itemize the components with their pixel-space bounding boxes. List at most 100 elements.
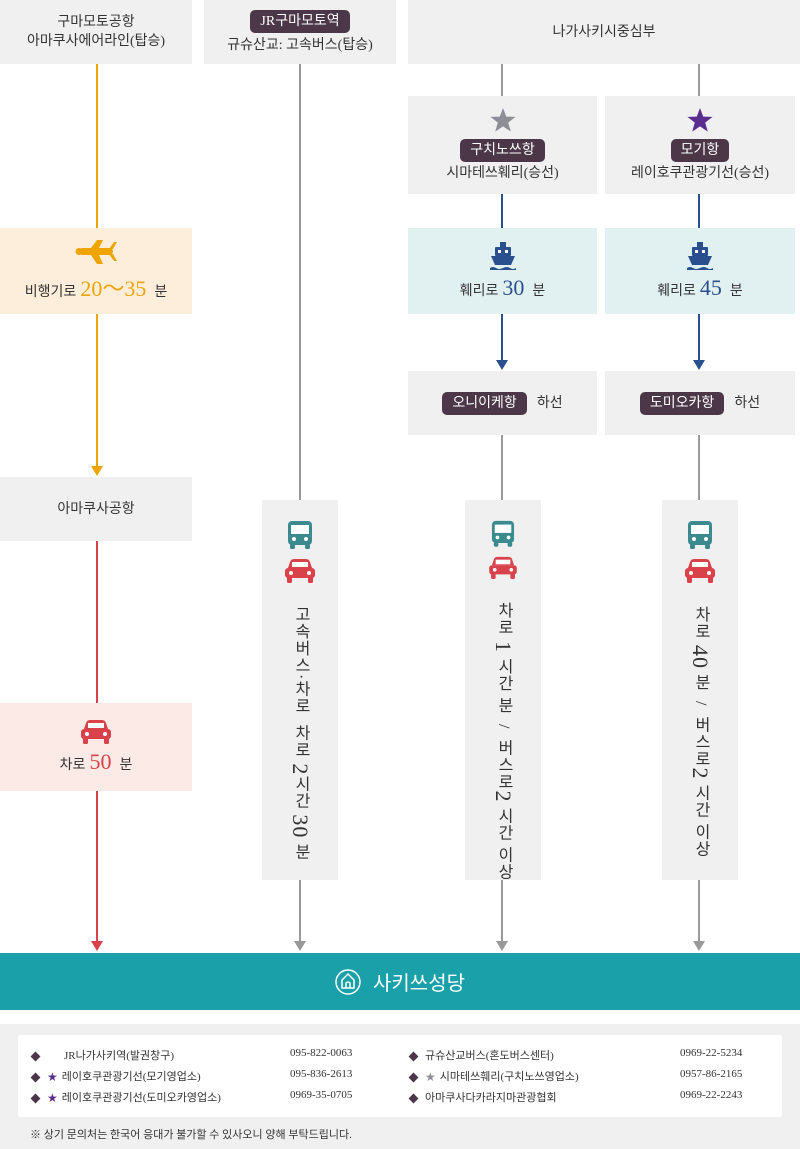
jr-kumamoto-station-pill: JR구마모토역 bbox=[250, 9, 350, 33]
diamond-icon bbox=[30, 1072, 41, 1083]
arrow-down-icon bbox=[496, 941, 508, 951]
hours-label: 시간 bbox=[292, 775, 309, 810]
contact-list: JR나가사키역(발권창구) 095-822-0063 ★레이호쿠관광기선(모기영… bbox=[18, 1035, 782, 1117]
contact-phone: 0969-22-2243 bbox=[680, 1089, 743, 1101]
jr-kumamoto-bus-label: 규슈산교: 고속버스(탑승) bbox=[227, 37, 373, 53]
contact-name: 아마쿠사다카라지마관광협회 bbox=[425, 1092, 557, 1104]
car-icon bbox=[489, 556, 517, 579]
ferry-prefix: 훼리로 bbox=[459, 284, 499, 299]
contact-phone: 095-822-0063 bbox=[290, 1047, 353, 1059]
car-segment: 차로 50 분 bbox=[0, 703, 192, 791]
contact-row: ★시마테쓰훼리(구치노쓰영업소) bbox=[408, 1068, 579, 1085]
shimatetsu-ferry-label: 시마테쓰훼리(승선) bbox=[446, 165, 559, 181]
minutes-label: 분 bbox=[292, 843, 309, 861]
route-line-ferry-45-b bbox=[698, 314, 700, 360]
car-icon bbox=[81, 720, 111, 744]
origin-jr-kumamoto: JR구마모토역 규슈산교: 고속버스(탑승) bbox=[204, 0, 396, 64]
origin-kumamoto-airport-title: 구마모토공항 bbox=[57, 15, 135, 30]
flight-prefix: 비행기로 bbox=[24, 285, 77, 300]
star-icon: ★ bbox=[47, 1090, 58, 1105]
route-line-mogi bbox=[698, 64, 700, 96]
contact-phone: 0969-22-5234 bbox=[680, 1047, 743, 1059]
ferry-unit: 분 bbox=[729, 284, 743, 299]
diamond-icon bbox=[408, 1051, 419, 1062]
star-icon: ★ bbox=[425, 1069, 436, 1084]
contact-row: 아마쿠사다카라지마관광협회 bbox=[408, 1089, 557, 1105]
car-minutes: 40 bbox=[688, 645, 713, 669]
tomioka-port-pill: 도미오카항 bbox=[639, 391, 725, 415]
destination-band: 사키쓰성당 bbox=[0, 953, 800, 1010]
contact-phone: 095-836-2613 bbox=[290, 1068, 353, 1080]
star-icon: ★ bbox=[47, 1069, 58, 1084]
arrow-down-icon bbox=[91, 941, 103, 951]
car-route-line bbox=[96, 541, 98, 703]
bus-hours: 2 bbox=[688, 767, 713, 780]
bus-icon bbox=[288, 521, 312, 549]
car-icon bbox=[685, 559, 715, 583]
contact-row: ★레이호쿠관광기선(모기영업소) bbox=[30, 1068, 201, 1085]
oniike-port: 오니이케항 하선 bbox=[408, 371, 597, 435]
contact-name: JR나가사키역(발권창구) bbox=[64, 1050, 175, 1062]
flight-segment: 비행기로 20～35 분 bbox=[0, 228, 192, 314]
bus-route-line-2 bbox=[299, 880, 301, 941]
ferry-time-45: 45 bbox=[699, 275, 722, 300]
car-label: 차로 bbox=[692, 606, 709, 640]
arrow-down-icon bbox=[91, 466, 103, 476]
nagasaki-city-center: 나가사키시중심부 bbox=[408, 0, 800, 64]
kuchinotsu-port: 구치노쓰항 시마테쓰훼리(승선) bbox=[408, 96, 597, 194]
kuchinotsu-port-pill: 구치노쓰항 bbox=[460, 138, 545, 162]
flight-time: 20～35 bbox=[80, 276, 147, 301]
nagasaki-city-label: 나가사키시중심부 bbox=[552, 24, 656, 40]
route-line-tomioka-b bbox=[698, 880, 700, 941]
bus-route-line bbox=[299, 64, 301, 500]
origin-kumamoto-airport: 구마모토공항 아마쿠사에어라인(탑승) bbox=[0, 0, 192, 64]
contact-phone: 0957-86-2165 bbox=[680, 1068, 743, 1080]
bus-minutes: 30 bbox=[288, 814, 313, 839]
bus-car-duration: 고속버스·차로 차로 2시간 30 분 bbox=[287, 606, 313, 860]
arrow-down-icon bbox=[294, 941, 306, 951]
oniike-road-segment: 차로 1 시간 분 / 버스로2 시간 이상 bbox=[465, 500, 541, 880]
contact-note: ※ 상기 문의처는 한국어 응대가 불가할 수 있사오니 양해 부탁드립니다. bbox=[30, 1129, 352, 1141]
airplane-icon bbox=[75, 240, 117, 264]
route-line-kuchinotsu bbox=[501, 64, 503, 96]
hours-minutes-label: 시간 분 bbox=[495, 657, 512, 714]
car-label: 차로 bbox=[495, 601, 512, 636]
route-line-ferry-30 bbox=[501, 194, 503, 228]
car-prefix: 차로 bbox=[59, 758, 86, 773]
separator: / bbox=[692, 701, 709, 707]
reihoku-ferry-label: 레이호쿠관광기선(승선) bbox=[630, 165, 770, 181]
oniike-disembark-label: 하선 bbox=[536, 395, 563, 411]
route-line-oniike bbox=[501, 435, 503, 500]
arrow-down-icon bbox=[496, 360, 508, 370]
car-icon bbox=[285, 559, 315, 583]
contact-name: 레이호쿠관광기선(도미오카영업소) bbox=[61, 1092, 221, 1104]
flight-unit: 분 bbox=[154, 285, 168, 300]
car-unit: 분 bbox=[119, 758, 133, 773]
ship-icon bbox=[687, 242, 713, 270]
bus-icon bbox=[491, 520, 515, 547]
arrow-down-icon bbox=[693, 941, 705, 951]
diamond-icon bbox=[408, 1072, 419, 1083]
car-label: 차로 bbox=[292, 724, 309, 759]
route-line-tomioka bbox=[698, 435, 700, 500]
car-time: 50 bbox=[89, 749, 112, 774]
ship-icon bbox=[489, 242, 516, 270]
bus-hours: 2 bbox=[491, 790, 516, 802]
church-icon bbox=[335, 968, 361, 995]
car-route-line-2 bbox=[96, 791, 98, 941]
ferry-unit: 분 bbox=[532, 284, 546, 299]
contact-phone: 0969-35-0705 bbox=[290, 1089, 353, 1101]
route-line-ferry-45 bbox=[698, 194, 700, 228]
tomioka-port: 도미오카항 하선 bbox=[605, 371, 795, 435]
flight-route-line bbox=[96, 64, 98, 228]
ferry-segment-45: 훼리로 45 분 bbox=[605, 228, 795, 314]
origin-kumamoto-airport-subtitle: 아마쿠사에어라인(탑승) bbox=[26, 34, 166, 49]
mogi-port-pill: 모기항 bbox=[670, 138, 730, 162]
route-line-oniike-b bbox=[501, 880, 503, 941]
diamond-icon bbox=[30, 1093, 41, 1104]
contact-row: 규슈산교버스(혼도버스센터) bbox=[408, 1047, 554, 1063]
hours-over-label: 시간 이상 bbox=[692, 784, 709, 858]
contact-name: 레이호쿠관광기선(모기영업소) bbox=[61, 1071, 201, 1083]
route-line-ferry-30-b bbox=[501, 314, 503, 360]
contact-name: 규슈산교버스(혼도버스센터) bbox=[425, 1050, 554, 1062]
